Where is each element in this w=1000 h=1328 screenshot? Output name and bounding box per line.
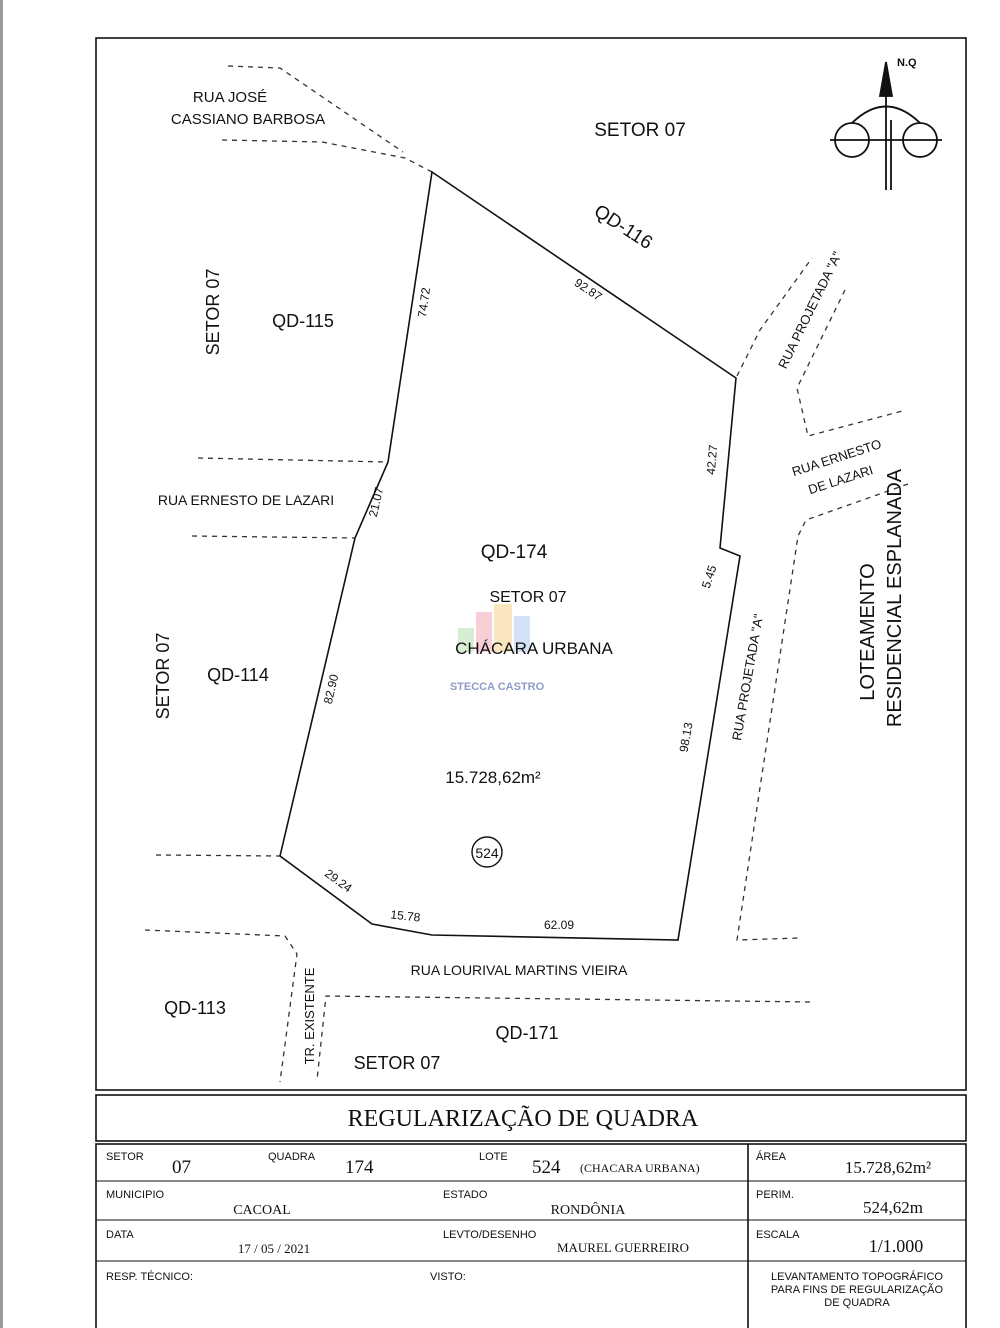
dimension-d7: 98.13 <box>677 721 696 753</box>
block-label-qd113: QD-113 <box>164 998 226 1018</box>
street-label-projetada-top: RUA PROJETADA "A" <box>775 249 845 371</box>
lot-number-circle <box>471 836 503 868</box>
north-label: N.Q <box>897 57 917 69</box>
perim-value: 524,62m <box>863 1198 923 1217</box>
area-value: 15.728,62m² <box>845 1158 931 1177</box>
watermark-logo: STECCA CASTRO <box>450 604 545 693</box>
setor-value: 07 <box>172 1157 191 1178</box>
levto-value: MAUREL GUERREIRO <box>557 1240 689 1255</box>
page-edge-line <box>0 0 3 1328</box>
loteamento-label-line2: RESIDENCIAL ESPLANADA <box>884 468 906 727</box>
municipio-label: MUNICIPIO <box>106 1189 165 1201</box>
street-label-jose-line2: CASSIANO BARBOSA <box>171 111 325 128</box>
street-dashed-lines <box>144 65 909 1083</box>
dimension-d6: 5.45 <box>699 563 720 590</box>
note-line1: LEVANTAMENTO TOPOGRÁFICO <box>771 1270 943 1283</box>
street-edge-projetada-right <box>736 483 909 941</box>
visto-label: VISTO: <box>430 1271 466 1283</box>
north-arrow-icon <box>830 61 942 190</box>
data-label: DATA <box>106 1229 134 1241</box>
street-edge-qd114-bottom <box>155 854 281 857</box>
estado-label: ESTADO <box>443 1189 488 1201</box>
estado-value: RONDÔNIA <box>551 1201 627 1218</box>
block-label-qd114: QD-114 <box>207 665 269 685</box>
street-edge-ernesto-left-upper <box>197 457 389 463</box>
street-edge-jose-lower <box>221 139 433 173</box>
lot-524-boundary <box>279 170 741 941</box>
lote-value: 524 <box>532 1157 561 1178</box>
street-label-projetada-right: RUA PROJETADA "A" <box>729 612 766 741</box>
block-label-qd171: QD-171 <box>495 1023 558 1043</box>
street-label-ernesto-left: RUA ERNESTO DE LAZARI <box>158 492 334 508</box>
sector-label-left-lower: SETOR 07 <box>153 633 173 720</box>
lote-note: (CHACARA URBANA) <box>580 1161 700 1175</box>
street-label-jose-line1: RUA JOSÉ <box>193 89 267 106</box>
levto-label: LEVTO/DESENHO <box>443 1229 537 1241</box>
dimension-d4: 82.90 <box>321 673 341 706</box>
street-edge-lourival-lower <box>316 995 811 1081</box>
title-block-title: REGULARIZAÇÃO DE QUADRA <box>348 1106 699 1132</box>
street-label-lourival: RUA LOURIVAL MARTINS VIEIRA <box>411 962 628 978</box>
escala-label: ESCALA <box>756 1229 800 1241</box>
lot-area-label: 15.728,62m² <box>445 768 541 787</box>
note-line3: DE QUADRA <box>824 1297 890 1309</box>
street-edge-jose-upper <box>227 65 404 153</box>
escala-value: 1/1.000 <box>869 1236 924 1256</box>
quadra-label: QUADRA <box>268 1151 316 1163</box>
dimension-d10: 62.09 <box>544 918 574 932</box>
quadra-value: 174 <box>345 1157 374 1178</box>
street-edge-tr-existente-left <box>144 929 298 1083</box>
title-block-frame <box>95 1094 967 1328</box>
dimension-d1: 92.87 <box>572 275 605 304</box>
data-value: 17 / 05 / 2021 <box>238 1241 310 1256</box>
dimension-d5: 42.27 <box>704 444 721 475</box>
municipio-value: CACOAL <box>233 1203 291 1218</box>
perim-label: PERIM. <box>756 1189 794 1201</box>
lote-label: LOTE <box>479 1151 508 1163</box>
lot-use-label: CHÁCARA URBANA <box>455 639 613 658</box>
dimension-d3: 21.07 <box>366 486 386 519</box>
street-edge-ernesto-left-lower <box>191 535 356 539</box>
map-frame <box>95 37 967 1091</box>
sector-label-bottom: SETOR 07 <box>354 1053 441 1073</box>
setor-label: SETOR <box>106 1151 144 1163</box>
loteamento-label-line1: LOTEAMENTO <box>857 563 879 700</box>
block-label-qd115: QD-115 <box>272 311 334 331</box>
dimension-d9: 15.78 <box>390 907 422 924</box>
area-label: ÁREA <box>756 1150 787 1163</box>
sector-label-top: SETOR 07 <box>594 120 686 141</box>
block-label-qd116: QD-116 <box>590 201 656 254</box>
dimension-d2: 74.72 <box>415 286 433 318</box>
block-label-qd174: QD-174 <box>481 542 548 563</box>
lot-number: 524 <box>475 845 499 861</box>
resp-tecnico-label: RESP. TÉCNICO: <box>106 1270 193 1283</box>
street-edge-projetada-top-left <box>736 257 813 377</box>
sector-label-center: SETOR 07 <box>489 589 566 606</box>
sector-label-left-upper: SETOR 07 <box>203 269 223 356</box>
street-edge-projetada-top-right <box>796 289 907 437</box>
watermark-text: STECCA CASTRO <box>450 681 545 693</box>
note-line2: PARA FINS DE REGULARIZAÇÃO <box>771 1283 944 1296</box>
street-label-tr-existente: TR. EXISTENTE <box>302 967 317 1064</box>
